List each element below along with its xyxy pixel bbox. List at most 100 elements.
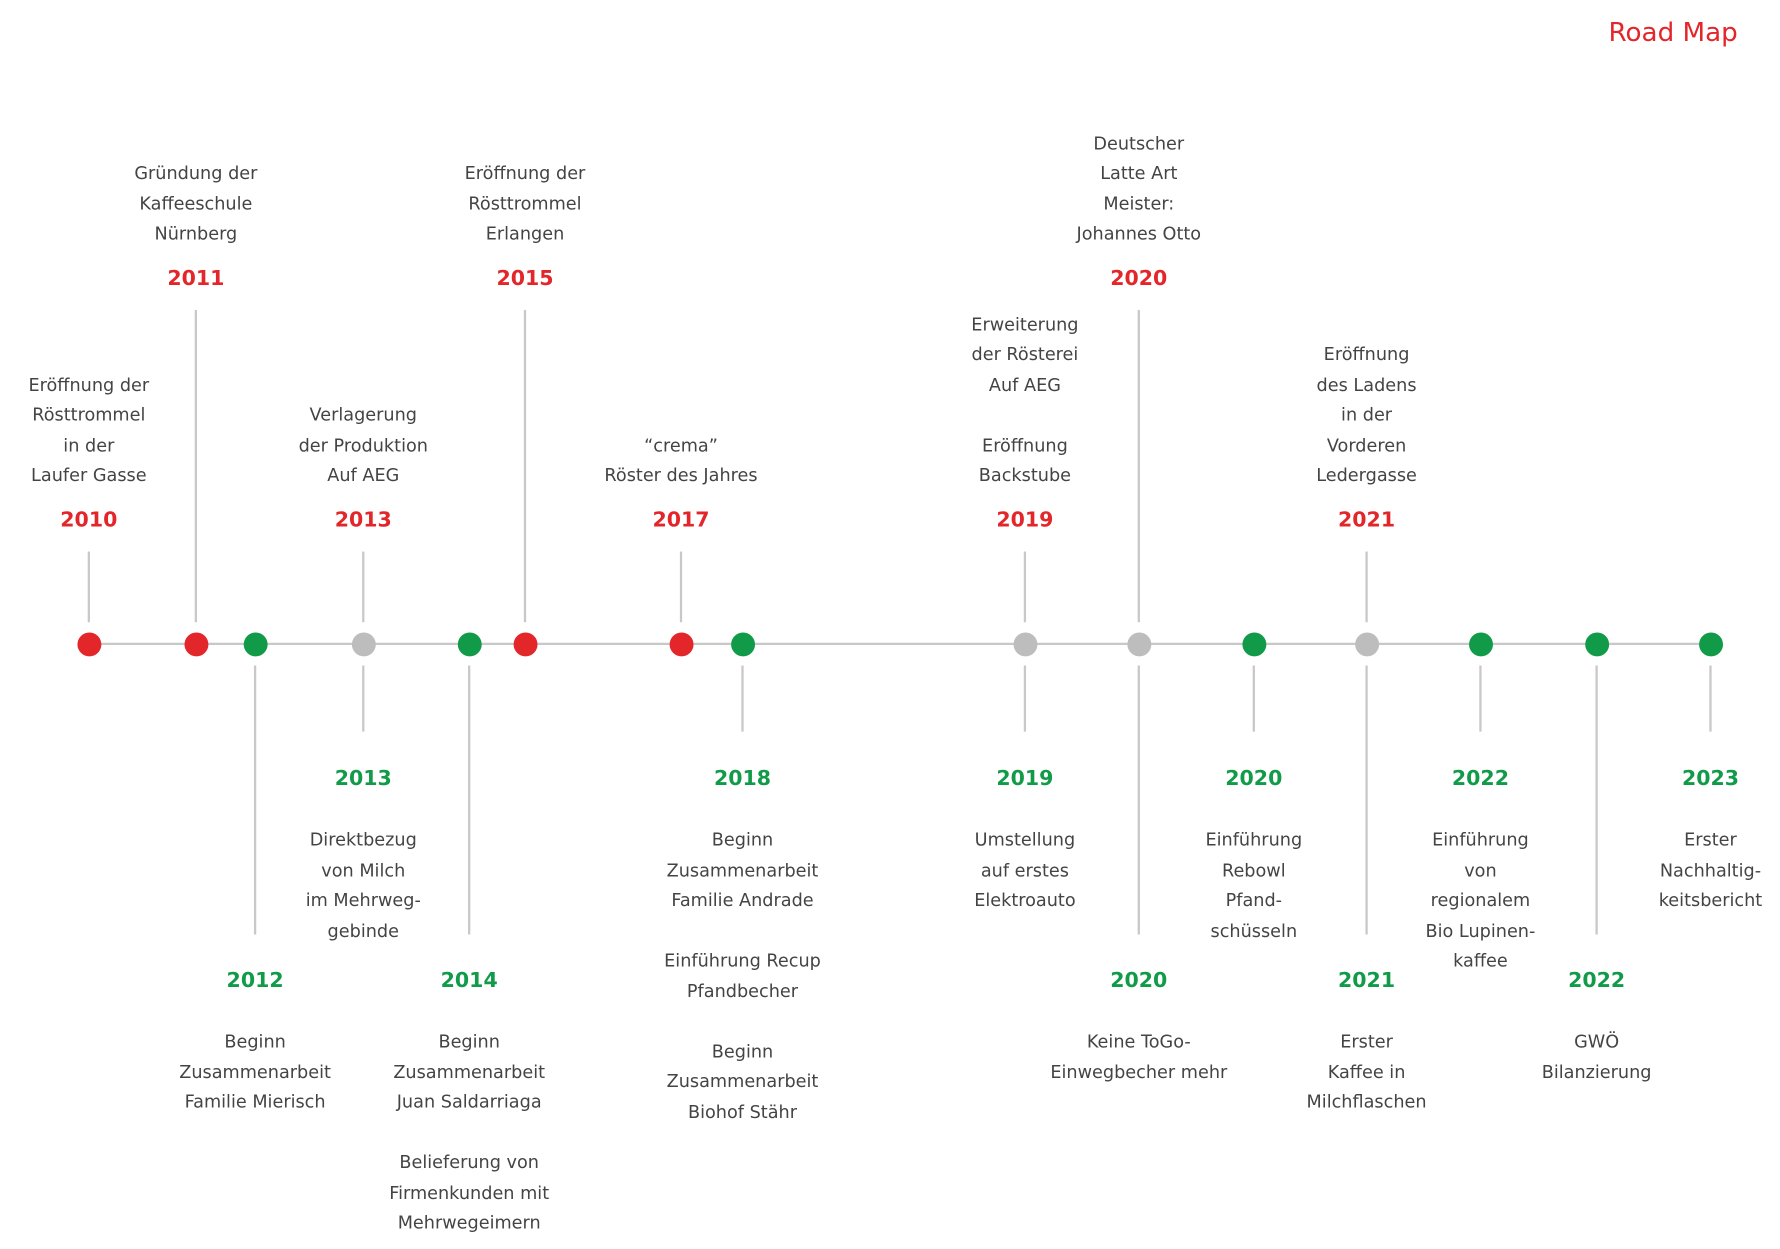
description-line: Zusammenarbeit (393, 1061, 546, 1083)
connector-line-below (1479, 665, 1482, 732)
description-line: Rösttrommel (32, 404, 146, 426)
description-line: Beginn (711, 1041, 774, 1062)
milestone-year-above: 2013 (334, 508, 392, 533)
description-line: in der (63, 434, 115, 456)
milestone-year-below: 2013 (334, 766, 392, 791)
description-line: Zusammenarbeit (179, 1061, 331, 1083)
description-line: Familie Andrade (671, 890, 814, 911)
milestone-year-below: 2022 (1568, 968, 1626, 993)
description-line: Erster (1684, 829, 1737, 851)
description-line: Erster (1340, 1031, 1393, 1052)
description-line: der Rösterei (971, 344, 1079, 365)
milestone-description-below: Keine ToGo-Einwegbecher mehr (1048, 1027, 1230, 1087)
description-line: Pfand- (1225, 890, 1283, 911)
connector-line-below (1595, 665, 1598, 935)
description-line: Auf AEG (327, 464, 400, 486)
description-line: Erweiterung (971, 313, 1079, 335)
description-line: Kaffeeschule (139, 193, 253, 214)
milestone-year-above: 2020 (1110, 266, 1168, 291)
milestone-year-above: 2010 (60, 508, 118, 533)
description-line: GWÖ (1574, 1031, 1620, 1052)
connector-line-above (523, 309, 527, 623)
timeline-dot-gray (1354, 631, 1379, 656)
description-line: Mehrwegeimern (397, 1212, 541, 1234)
timeline-dot-green (1468, 631, 1493, 656)
description-line: Familie Mierisch (184, 1091, 326, 1113)
description-line: Einwegbecher mehr (1050, 1061, 1228, 1083)
connector-line-below (468, 665, 471, 935)
description-line: Nürnberg (154, 223, 238, 244)
milestone-year-below: 2018 (713, 766, 772, 791)
description-line: Umstellung (974, 829, 1076, 851)
timeline-dot-red (513, 631, 537, 656)
milestone-year-above: 2021 (1338, 508, 1396, 533)
timeline-dot-green (1241, 631, 1266, 656)
milestone-year-below: 2020 (1225, 766, 1283, 791)
description-line: Backstube (978, 464, 1072, 486)
connector-line-below (253, 665, 257, 935)
description-line: Verlagerung (309, 404, 417, 426)
description-line: Eröffnung der (464, 162, 586, 184)
description-line: keitsbericht (1658, 890, 1763, 911)
page-title: Road Map (1608, 18, 1738, 48)
milestone-year-above: 2019 (996, 508, 1054, 533)
description-line (378, 1117, 560, 1147)
description-line: von (1464, 859, 1497, 881)
milestone-year-above: 2017 (652, 508, 710, 533)
description-line: Kaffee in (1327, 1061, 1406, 1083)
description-line: Firmenkunden mit (389, 1182, 550, 1203)
milestone-year-below: 2023 (1681, 766, 1740, 791)
timeline-dot-gray (1126, 631, 1151, 656)
timeline-dot-gray (351, 631, 376, 656)
description-line: Latte Art (1100, 162, 1178, 184)
description-line: Einführung (1432, 829, 1529, 851)
timeline-dot-green (1584, 631, 1609, 656)
description-line: Eröffnung der (28, 374, 150, 395)
connector-line-below (1137, 665, 1140, 935)
connector-line-below (362, 665, 365, 732)
timeline-dot-green (457, 631, 482, 656)
description-line: Juan Saldarriaga (396, 1091, 542, 1113)
description-line: Elektroauto (974, 890, 1076, 911)
description-line: Einführung Recup (664, 950, 821, 971)
description-line: Johannes Otto (1076, 223, 1202, 244)
connector-line-above (194, 309, 198, 623)
description-line: “crema” (644, 434, 718, 456)
description-line (651, 916, 833, 946)
timeline-dot-green (730, 631, 755, 656)
description-line: Beginn (224, 1031, 286, 1052)
milestone-year-below: 2019 (996, 766, 1054, 791)
description-line: Röster des Jahres (604, 464, 758, 486)
description-line: Deutscher (1093, 132, 1185, 154)
milestone-description-above: “crema” Röster des Jahres (590, 430, 772, 490)
description-line: von Milch (321, 859, 406, 881)
description-line: regionalem (1430, 890, 1531, 911)
timeline-dot-green (1698, 631, 1723, 656)
milestone-year-above: 2015 (496, 266, 554, 291)
timeline-dot-red (76, 631, 101, 656)
connector-line-above (87, 551, 90, 623)
description-line: gebinde (327, 920, 399, 941)
description-line: Rösttrommel (468, 193, 582, 214)
description-line: in der (1341, 404, 1393, 426)
timeline-dot-red (183, 631, 208, 656)
description-line: Auf AEG (988, 374, 1061, 395)
connector-line-below (1709, 665, 1712, 732)
connector-line-above (362, 551, 365, 623)
description-line: Belieferung von (399, 1152, 539, 1173)
description-line: Bilanzierung (1541, 1061, 1652, 1083)
description-line (934, 400, 1116, 430)
description-line: schüsseln (1210, 920, 1298, 941)
